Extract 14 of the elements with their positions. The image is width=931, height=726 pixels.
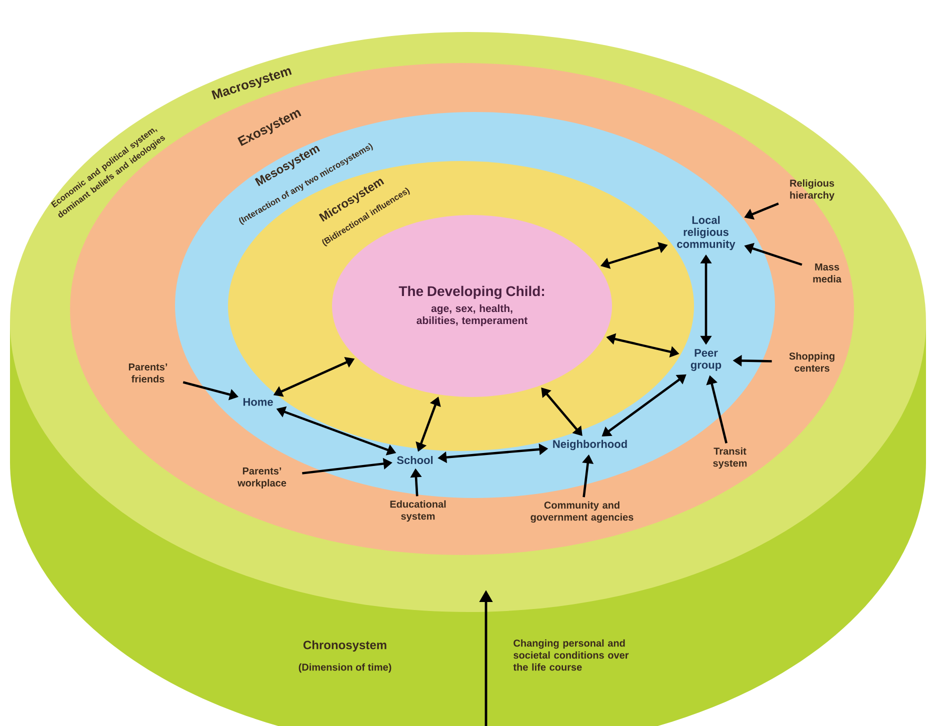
influence-label: Educational system xyxy=(390,500,446,522)
setting-label: School xyxy=(396,456,433,464)
setting-label: Home xyxy=(243,398,273,406)
caption-text: Chronosystem xyxy=(303,640,386,652)
influence-label: Mass media xyxy=(813,264,842,282)
influence-label: Community and government agencies xyxy=(530,501,634,523)
caption-text: (Dimension of time) xyxy=(298,663,392,673)
caption-text: Changing personal and societal conditions over the life course xyxy=(513,639,629,671)
influence-label: Parents’ friends xyxy=(128,364,168,382)
influence-label: Shopping centers xyxy=(789,352,834,372)
influence-label: Religious hierarchy xyxy=(790,179,834,201)
setting-label: Neighborhood xyxy=(553,440,627,450)
influence-label: Parents’ workplace xyxy=(238,468,286,488)
influence-label: Transit system xyxy=(713,447,747,469)
